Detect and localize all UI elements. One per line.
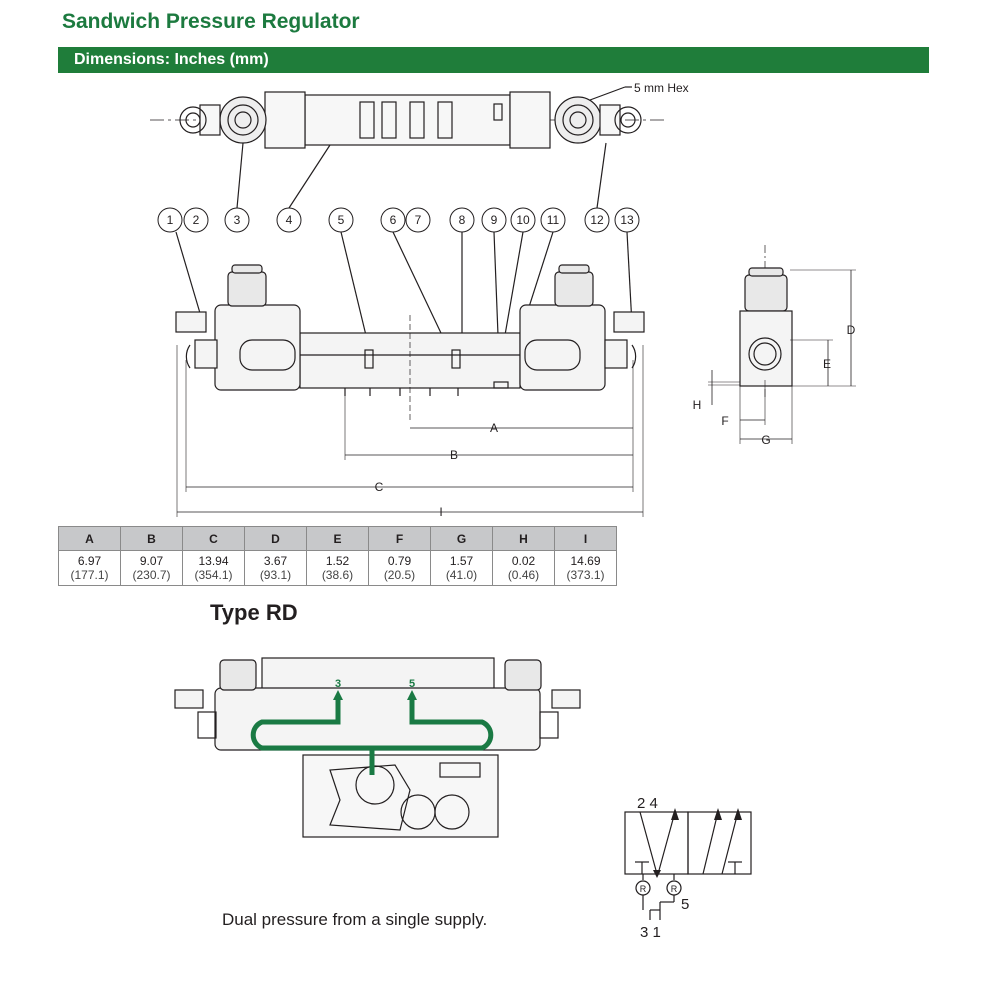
callout-11: 11 [547, 213, 560, 227]
callout-9: 9 [491, 213, 498, 227]
dim-a-label: A [490, 421, 498, 435]
callout-7: 7 [415, 213, 422, 227]
symbol-r-left: R [640, 884, 647, 894]
table-row: 6.97(177.1) 9.07(230.7) 13.94(354.1) 3.6… [58, 550, 617, 586]
cell-inches: 6.97 [77, 554, 102, 568]
cell-mm: (177.1) [70, 568, 109, 582]
symbol-ports-top: 2 4 [637, 795, 658, 812]
table-cell: 6.97(177.1) [58, 550, 121, 586]
cell-mm: (38.6) [321, 568, 354, 582]
cell-mm: (0.46) [507, 568, 540, 582]
dim-g-label: G [761, 433, 770, 447]
table-cell: 3.67(93.1) [244, 550, 307, 586]
caption: Dual pressure from a single supply. [222, 910, 488, 929]
flow-port-3: 3 [335, 678, 341, 690]
cell-mm: (93.1) [259, 568, 292, 582]
cell-inches: 14.69 [570, 554, 601, 568]
dimension-table: A B C D E F G H I 6.97(177.1) 9.07(230.7… [58, 526, 617, 586]
dim-i-label: I [439, 505, 442, 519]
type-rd-diagram: 3 5 R R 2 4 5 3 1 [174, 657, 752, 941]
dim-c-label: C [375, 480, 384, 494]
top-view-drawing: 5 mm Hex 1 2 3 4 5 6 7 8 9 10 11 12 13 [150, 81, 856, 519]
callout-8: 8 [459, 213, 466, 227]
callout-2: 2 [193, 213, 200, 227]
dim-e-label: E [823, 357, 831, 371]
dim-f-label: F [721, 414, 728, 428]
callout-5: 5 [338, 213, 345, 227]
section-bar: Dimensions: Inches (mm) [58, 47, 929, 73]
table-header: F [368, 526, 431, 551]
symbol-port-5: 5 [681, 896, 689, 913]
cell-mm: (230.7) [132, 568, 171, 582]
cell-inches: 0.02 [511, 554, 536, 568]
callout-4: 4 [286, 213, 293, 227]
callout-3: 3 [234, 213, 241, 227]
symbol-ports-bottom: 3 1 [640, 924, 661, 941]
table-header: B [120, 526, 183, 551]
dim-b-label: B [450, 448, 458, 462]
table-header: I [554, 526, 617, 551]
cell-inches: 1.52 [325, 554, 350, 568]
callout-13: 13 [620, 213, 634, 227]
hex-label: 5 mm Hex [634, 81, 689, 95]
callout-12: 12 [590, 213, 604, 227]
cell-inches: 1.57 [449, 554, 474, 568]
section-bar-label: Dimensions: Inches (mm) [74, 51, 269, 68]
cell-mm: (41.0) [445, 568, 478, 582]
page-title: Sandwich Pressure Regulator [62, 10, 360, 33]
cell-inches: 3.67 [263, 554, 288, 568]
callout-10: 10 [516, 213, 530, 227]
type-rd-heading: Type RD [210, 600, 298, 625]
table-header: E [306, 526, 369, 551]
table-cell: 1.52(38.6) [306, 550, 369, 586]
table-cell: 1.57(41.0) [430, 550, 493, 586]
cell-inches: 9.07 [139, 554, 164, 568]
table-cell: 9.07(230.7) [120, 550, 183, 586]
callout-6: 6 [390, 213, 397, 227]
symbol-r-right: R [671, 884, 678, 894]
dim-d-label: D [847, 323, 856, 337]
table-cell: 13.94(354.1) [182, 550, 245, 586]
table-header: D [244, 526, 307, 551]
flow-port-5: 5 [409, 678, 415, 690]
cell-inches: 0.79 [387, 554, 412, 568]
table-header: G [430, 526, 493, 551]
table-header: C [182, 526, 245, 551]
table-header: H [492, 526, 555, 551]
table-cell: 14.69(373.1) [554, 550, 617, 586]
cell-mm: (373.1) [566, 568, 605, 582]
cell-mm: (354.1) [194, 568, 233, 582]
table-cell: 0.79(20.5) [368, 550, 431, 586]
dim-h-label: H [693, 398, 702, 412]
table-header: A [58, 526, 121, 551]
callout-1: 1 [167, 213, 174, 227]
cell-mm: (20.5) [383, 568, 416, 582]
cell-inches: 13.94 [198, 554, 229, 568]
table-header-row: A B C D E F G H I [58, 526, 617, 551]
table-cell: 0.02(0.46) [492, 550, 555, 586]
